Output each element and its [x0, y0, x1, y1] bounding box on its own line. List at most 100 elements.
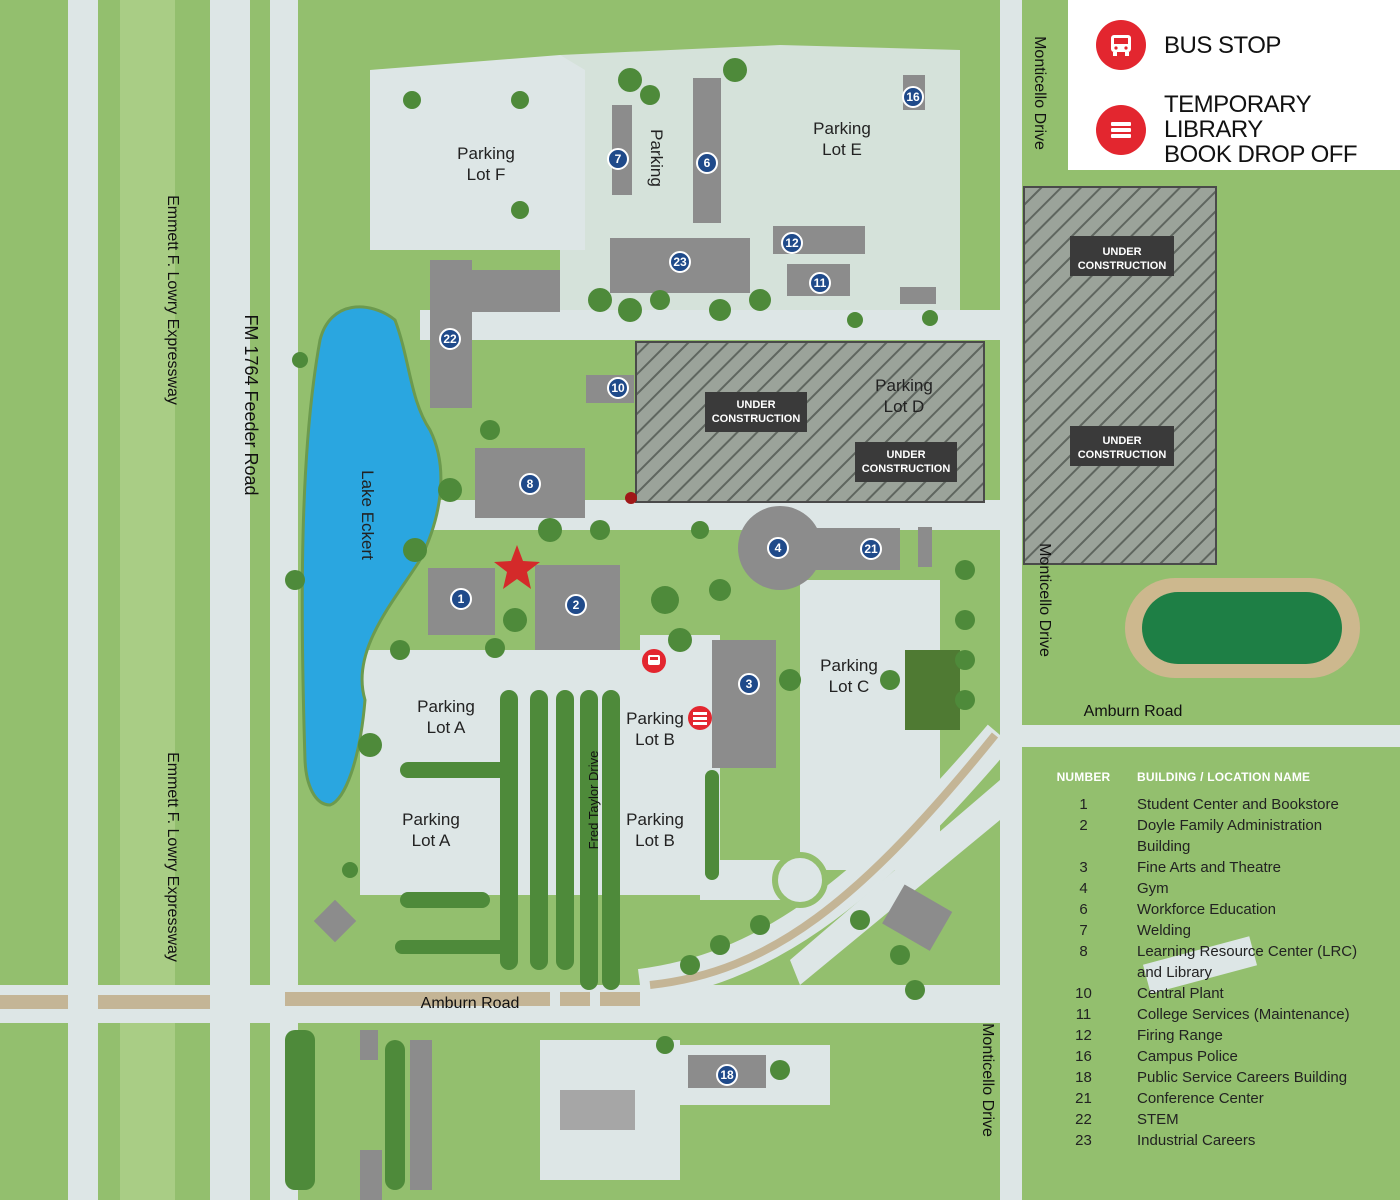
- header-number: NUMBER: [1056, 770, 1111, 784]
- building-name: Public Service Careers Building: [1137, 1069, 1348, 1086]
- bus-stop-icon[interactable]: [642, 649, 666, 673]
- svg-text:16: 16: [906, 90, 920, 104]
- building-name: Firing Range: [1137, 1027, 1223, 1044]
- building-name: Welding: [1137, 922, 1191, 939]
- feeder-road-label: FM 1764 Feeder Road: [241, 314, 261, 495]
- building-number: 6: [1079, 901, 1088, 918]
- svg-text:23: 23: [673, 255, 687, 269]
- monticello-label-mid: Monticello Drive: [1036, 543, 1053, 657]
- building-row: and Library: [1030, 962, 1390, 983]
- building-name: Gym: [1137, 880, 1169, 897]
- tree-rows: [285, 690, 719, 1190]
- monticello-label-bottom: Monticello Drive: [979, 1023, 996, 1137]
- building-name: Campus Police: [1137, 1048, 1238, 1065]
- building-number: 1: [1079, 796, 1088, 813]
- svg-text:18: 18: [720, 1068, 734, 1082]
- building-number: 22: [1075, 1111, 1092, 1128]
- building-name: Building: [1137, 838, 1191, 855]
- badge-6: 6: [696, 152, 718, 174]
- monticello-label-top: Monticello Drive: [1031, 36, 1048, 150]
- badge-8: 8: [519, 473, 541, 495]
- expressway-corridor: [0, 0, 1020, 1200]
- building-number: 18: [1075, 1069, 1092, 1086]
- building-number: 10: [1075, 985, 1092, 1002]
- building-number: 3: [1079, 859, 1088, 876]
- building-row: 18 Public Service Careers Building: [1030, 1067, 1390, 1088]
- legend-book-drop-label: TEMPORARY LIBRARY BOOK DROP OFF: [1164, 91, 1358, 168]
- header-name: BUILDING / LOCATION NAME: [1137, 770, 1311, 784]
- building-row: 4 Gym: [1030, 878, 1390, 899]
- building-name: STEM: [1137, 1111, 1179, 1128]
- svg-text:7: 7: [615, 152, 622, 166]
- svg-text:10: 10: [611, 381, 625, 395]
- building-name: Fine Arts and Theatre: [1137, 859, 1281, 876]
- badge-21: 21: [860, 538, 882, 560]
- building-row: 22 STEM: [1030, 1109, 1390, 1130]
- badge-3: 3: [738, 673, 760, 695]
- badge-16: 16: [902, 86, 924, 108]
- book-stack-icon: [1096, 104, 1146, 155]
- svg-text:11: 11: [814, 276, 827, 290]
- building-name: Central Plant: [1137, 985, 1224, 1002]
- map-legend: BUS STOP TEMPORARY LIBRARY BOOK DROP OFF: [1068, 0, 1400, 170]
- legend-book-drop: TEMPORARY LIBRARY BOOK DROP OFF: [1096, 92, 1400, 167]
- building-row: Building: [1030, 836, 1390, 857]
- svg-text:3: 3: [746, 677, 753, 691]
- building-directory-header: NUMBER BUILDING / LOCATION NAME: [1030, 770, 1390, 784]
- sports-field: [1142, 592, 1342, 664]
- svg-text:8: 8: [527, 477, 534, 491]
- svg-text:22: 22: [443, 332, 457, 346]
- building-name: Learning Resource Center (LRC): [1137, 943, 1358, 960]
- svg-text:4: 4: [775, 541, 782, 555]
- building-name: Workforce Education: [1137, 901, 1276, 918]
- building-number: 4: [1079, 880, 1088, 897]
- building-row: 1 Student Center and Bookstore: [1030, 794, 1390, 815]
- building-name: and Library: [1137, 964, 1213, 981]
- building-3: [712, 640, 776, 768]
- badge-22: 22: [439, 328, 461, 350]
- badge-1: 1: [450, 588, 472, 610]
- book-drop-icon[interactable]: [688, 706, 712, 730]
- building-name: Student Center and Bookstore: [1137, 796, 1339, 813]
- building-6: [693, 78, 721, 223]
- svg-text:21: 21: [864, 542, 878, 556]
- building-row: 7 Welding: [1030, 920, 1390, 941]
- legend-bus-stop-label: BUS STOP: [1164, 31, 1281, 59]
- building-number: [1030, 836, 1137, 857]
- parking-center: Parking: [647, 129, 666, 187]
- building-number: 21: [1075, 1090, 1092, 1107]
- badge-18: 18: [716, 1064, 738, 1086]
- amburn-road-label-west: Amburn Road: [421, 995, 520, 1012]
- building-directory: NUMBER BUILDING / LOCATION NAME 1 Student…: [1030, 770, 1390, 1151]
- curved-path: [649, 732, 999, 989]
- you-are-here-star-icon: [494, 545, 540, 589]
- building-row: 6 Workforce Education: [1030, 899, 1390, 920]
- svg-text:1: 1: [458, 592, 465, 606]
- badge-4: 4: [767, 537, 789, 559]
- expressway-label-north: Emmett F. Lowry Expressway: [164, 195, 181, 405]
- legend-bus-stop: BUS STOP: [1096, 20, 1281, 70]
- building-number: [1030, 962, 1137, 983]
- building-number: 7: [1079, 922, 1088, 939]
- lake-label: Lake Eckert: [358, 470, 377, 560]
- amburn-road-label-east: Amburn Road: [1084, 703, 1183, 720]
- badge-2: 2: [565, 594, 587, 616]
